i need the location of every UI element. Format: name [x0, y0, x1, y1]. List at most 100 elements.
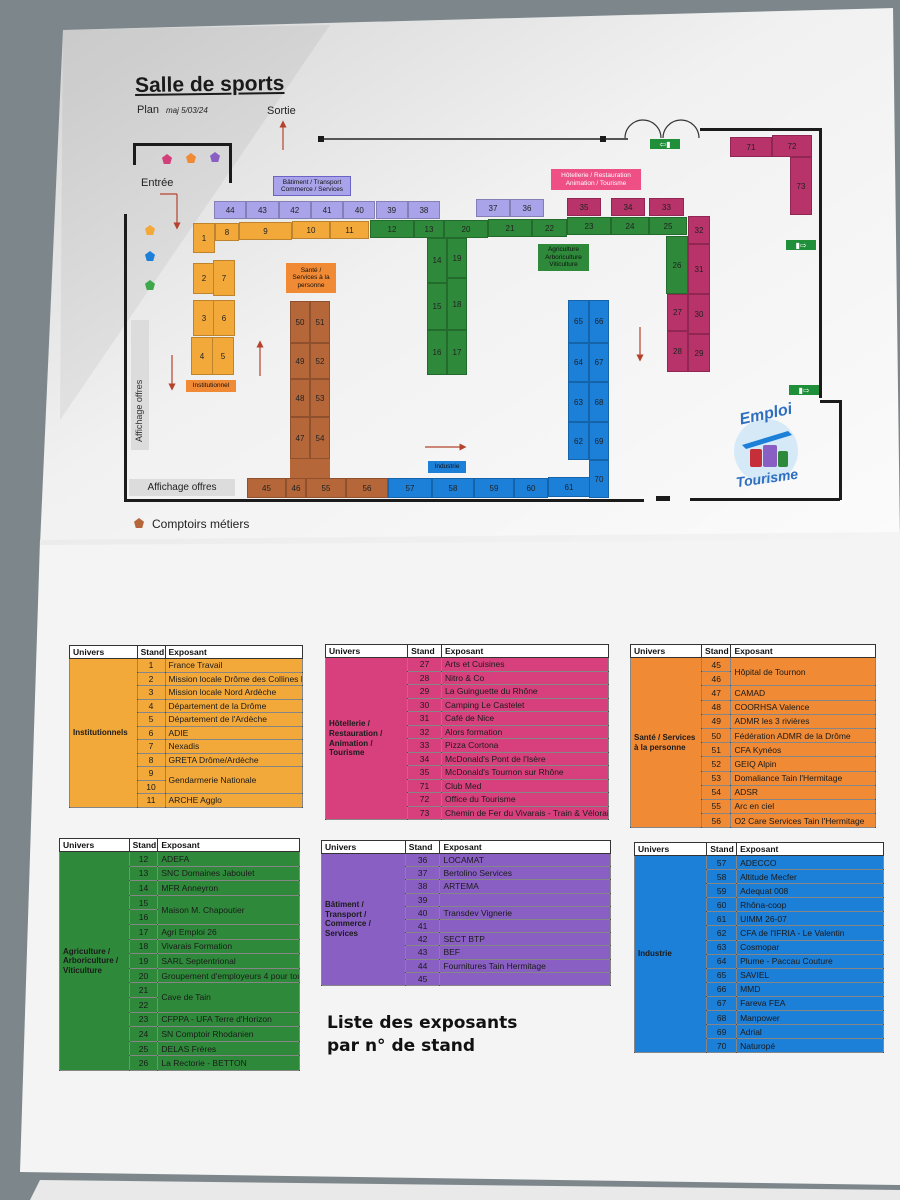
- header-stand: Stand: [404, 840, 441, 854]
- exposant-cell: Mission locale Nord Ardèche: [164, 685, 304, 700]
- stand-22: 22: [532, 219, 567, 237]
- stand-cell: 4: [136, 698, 166, 713]
- stand-42: 42: [278, 201, 311, 219]
- exposant-cell: SAVIEL: [736, 967, 884, 983]
- exposant-cell: Office du Tourisme: [441, 792, 609, 807]
- header-exposant: Exposant: [164, 645, 304, 659]
- exposant-cell: Département de la Drôme: [164, 698, 304, 713]
- exposant-cell: ADSR: [730, 784, 876, 800]
- stand-8: 8: [215, 223, 239, 241]
- exposant-cell: CFPPA - UFA Terre d'Horizon: [157, 1011, 300, 1028]
- header-stand: Stand: [701, 644, 732, 658]
- exposant-cell: UIMM 26-07: [736, 911, 884, 927]
- stand-cell: 45: [701, 656, 732, 673]
- stand-cell: 34: [407, 751, 443, 766]
- stand-cell: 62: [706, 925, 738, 941]
- exposant-cell: Pizza Cortona: [441, 738, 609, 753]
- stand-12: 12: [370, 220, 414, 238]
- stand-cell: 42: [404, 932, 441, 947]
- list-caption-line1: Liste des exposants: [327, 1013, 518, 1033]
- header-univers: Univers: [321, 840, 406, 854]
- stand-34: 34: [611, 198, 645, 216]
- stand-cell: 41: [404, 918, 441, 934]
- header-exposant: Exposant: [441, 644, 609, 658]
- stand-cell: 13: [128, 865, 159, 882]
- exposant-cell: Bertolino Services: [439, 866, 611, 881]
- stand-18: 18: [447, 278, 467, 330]
- header-exposant: Exposant: [730, 644, 876, 658]
- stand-2: 2: [193, 263, 215, 294]
- stand-cell: 64: [706, 953, 738, 969]
- stand-cell: 66: [706, 981, 738, 997]
- wall-left: [124, 214, 127, 502]
- header-exposant: Exposant: [736, 842, 884, 856]
- stand-35: 35: [567, 198, 601, 216]
- stand-cell: 57: [706, 854, 738, 871]
- stand-cell: 24: [128, 1026, 159, 1042]
- exposant-cell: ADECCO: [736, 854, 884, 871]
- stand-6: 6: [213, 300, 235, 336]
- wall-right: [819, 128, 822, 398]
- exposant-cell: Domaliance Tain l'Hermitage: [730, 770, 876, 786]
- stand-17: 17: [447, 330, 467, 375]
- header-stand: Stand: [136, 645, 166, 659]
- exposant-cell: Cosmopar: [736, 939, 884, 955]
- table-row: Agriculture / Arboriculture / Viticultur…: [59, 851, 300, 1071]
- header-stand: Stand: [407, 644, 443, 658]
- emergency-exit-sign-lower: ▮⇨: [789, 385, 819, 395]
- stand-cell: 54: [701, 784, 732, 800]
- exposant-cell: Nexadis: [164, 739, 304, 754]
- stand-69: 69: [589, 422, 609, 460]
- wall-right-step: [820, 400, 842, 403]
- exposant-cell: Cave de Tain: [157, 982, 300, 1013]
- exposant-cell: CAMAD: [730, 685, 876, 701]
- stand-53: 53: [310, 379, 330, 417]
- exposant-cell: [439, 918, 611, 934]
- exposant-cell: Alors formation: [441, 724, 609, 739]
- stand-73: 73: [790, 157, 812, 215]
- stand-65: 65: [568, 300, 589, 343]
- stand-49: 49: [290, 343, 310, 379]
- stand-43: 43: [246, 201, 279, 219]
- stand-cell: 71: [407, 778, 443, 793]
- exposant-cell: Camping Le Castelet: [441, 697, 609, 712]
- stand-cell: 15: [128, 894, 159, 911]
- stand-cell: 39: [404, 892, 441, 907]
- exposant-cell: SNC Domaines Jaboulet: [157, 865, 300, 882]
- stand-cell: 56: [701, 813, 732, 829]
- stand-66: 66: [589, 300, 609, 343]
- stand-cell: 44: [404, 958, 441, 973]
- stand-cell: 40: [404, 905, 441, 920]
- exposant-cell: CFA Kynéos: [730, 742, 876, 758]
- stand-cell: 29: [407, 684, 443, 699]
- stand-cell: 72: [407, 792, 443, 807]
- stand-38: 38: [407, 201, 441, 219]
- offer-board-side: [131, 320, 149, 450]
- stand-cell: 31: [407, 711, 443, 726]
- stand-cell: 67: [706, 995, 738, 1012]
- stand-46: 46: [286, 478, 306, 498]
- stand-cell: 63: [706, 939, 738, 955]
- stand-27: 27: [667, 294, 688, 331]
- stand-1: 1: [193, 223, 215, 253]
- exposant-cell: ADEFA: [157, 851, 300, 867]
- stand-64: 64: [568, 343, 589, 382]
- stand-19: 19: [447, 238, 467, 278]
- stand-cell: 30: [407, 697, 443, 712]
- stand-cell: 12: [128, 851, 159, 867]
- stand-61: 61: [548, 477, 590, 497]
- stand-cell: 55: [701, 798, 732, 815]
- stand-cell: 6: [136, 725, 166, 740]
- stand-cell: 61: [706, 911, 738, 927]
- header-univers: Univers: [633, 842, 708, 856]
- list-caption-line2: par n° de stand: [327, 1035, 476, 1056]
- stand-cell: 47: [701, 685, 732, 701]
- universe-tag-institutionnel: Institutionnel: [186, 380, 236, 392]
